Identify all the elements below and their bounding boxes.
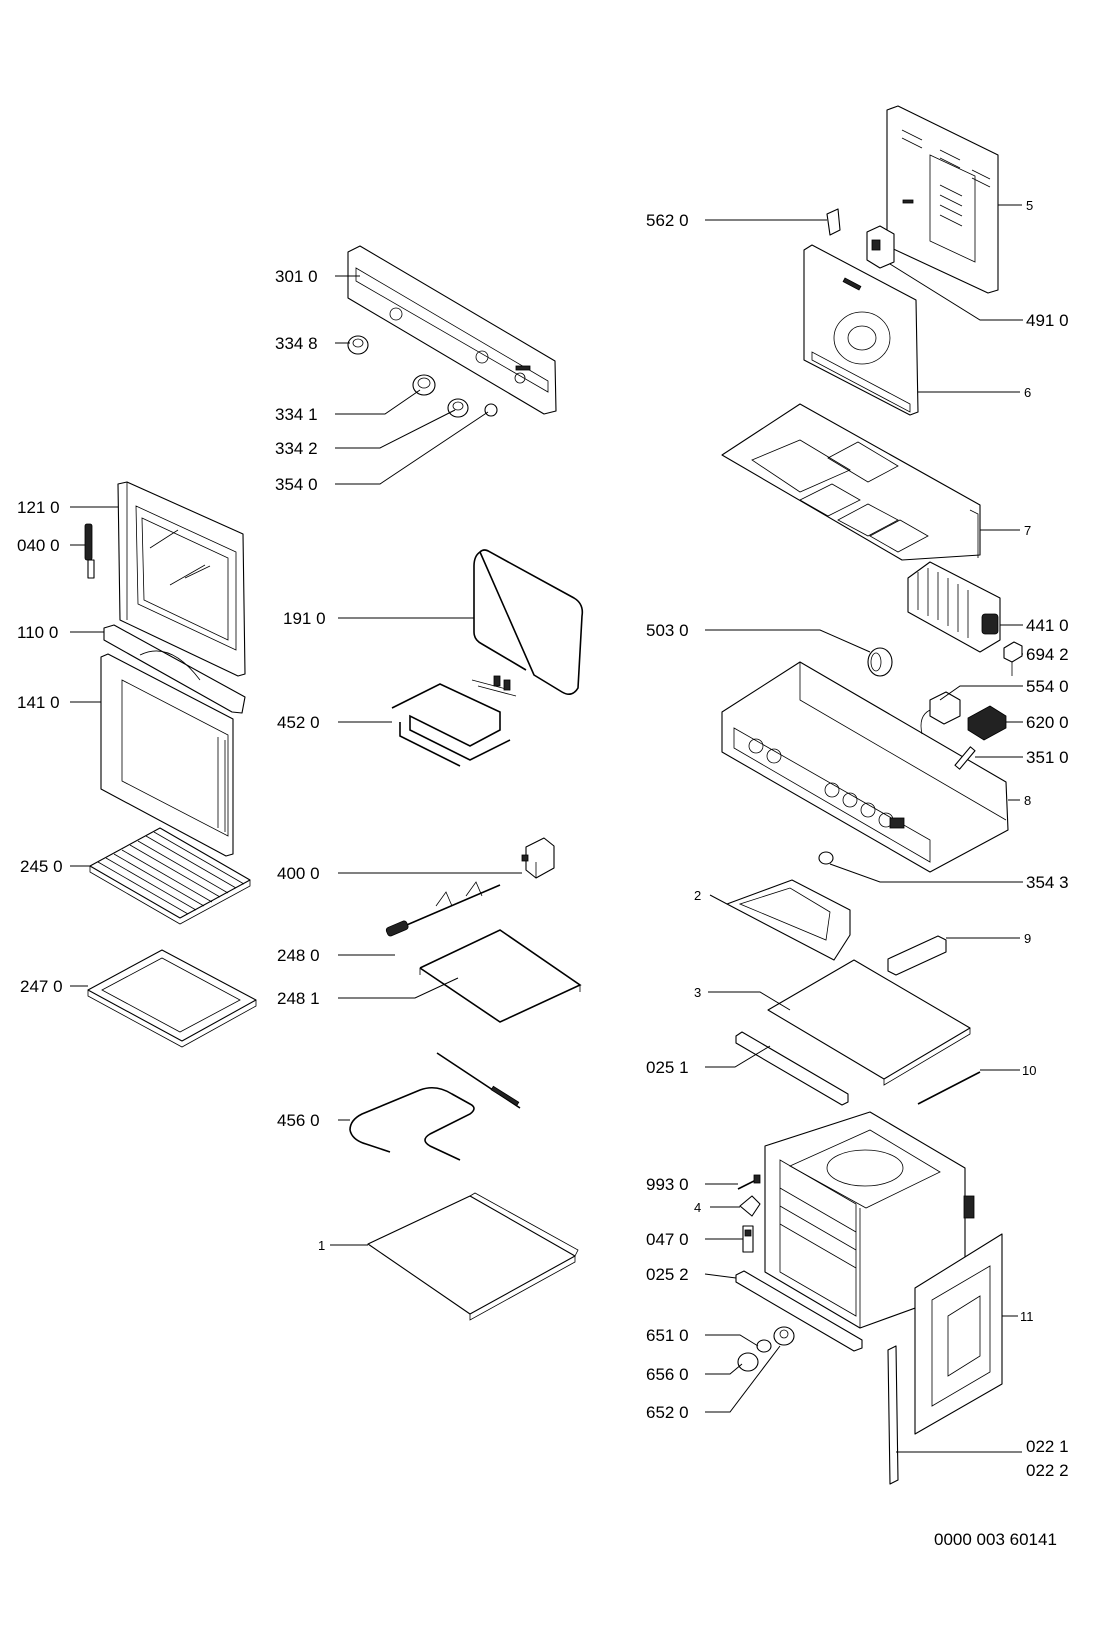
- part-grill-element: [391, 675, 517, 767]
- label-1100: 110 0: [17, 623, 58, 642]
- part-side-bracket: [726, 879, 851, 961]
- label-6520: 652 0: [646, 1403, 689, 1422]
- label-11: 11: [1020, 1309, 1034, 1324]
- part-side-door-panel: [914, 1233, 1003, 1435]
- label-2470: 247 0: [20, 977, 63, 996]
- part-rail-0251: [735, 1031, 849, 1106]
- part-oven-cavity: [764, 1111, 975, 1329]
- label-3341: 334 1: [275, 405, 318, 424]
- label-6560: 656 0: [646, 1365, 689, 1384]
- label-9: 9: [1024, 931, 1031, 946]
- part-tangential-fan: [907, 561, 1001, 653]
- part-door-inner-frame: [117, 481, 246, 677]
- label-2480: 248 0: [277, 946, 320, 965]
- part-switch-5540: [920, 691, 961, 735]
- label-9930: 993 0: [646, 1175, 689, 1194]
- part-bottom-plate: [367, 1192, 579, 1321]
- label-5: 5: [1026, 198, 1033, 213]
- part-wire-rack: [89, 827, 251, 925]
- label-7: 7: [1024, 523, 1031, 538]
- label-0251: 025 1: [646, 1058, 689, 1077]
- label-1410: 141 0: [17, 693, 60, 712]
- part-electronics-housing: [721, 661, 1009, 873]
- part-knob-3342: [447, 398, 469, 418]
- part-rear-fan-panel: [803, 244, 919, 416]
- label-10: 10: [1022, 1063, 1036, 1078]
- part-rear-cover: [886, 105, 999, 294]
- label-2450: 245 0: [20, 857, 63, 876]
- part-bracket-4: [739, 1195, 761, 1217]
- part-screw: [737, 1174, 761, 1190]
- label-3543: 354 3: [1026, 873, 1069, 892]
- part-connector-block: [967, 705, 1007, 741]
- part-sensor-6942: [1003, 641, 1023, 676]
- part-top-panel: [721, 403, 981, 561]
- part-control-panel: [347, 245, 557, 415]
- part-door-outer-glass: [100, 653, 234, 857]
- part-small-6510: [756, 1339, 772, 1353]
- label-5620: 562 0: [646, 211, 689, 230]
- leader-lines: [70, 204, 1023, 1453]
- label-3540: 354 0: [275, 475, 318, 494]
- part-knob-3341: [412, 374, 436, 396]
- part-rail-0252: [735, 1270, 863, 1352]
- part-small-6520: [773, 1326, 795, 1346]
- label-3010: 301 0: [275, 267, 318, 286]
- label-4000: 400 0: [277, 864, 320, 883]
- part-number-labels: 301 0 334 8 334 1 334 2 354 0 121 0 040 …: [17, 198, 1069, 1549]
- part-small-bracket: [887, 935, 947, 976]
- label-4910: 491 0: [1026, 311, 1069, 330]
- part-knob-3348: [347, 335, 369, 355]
- label-1210: 121 0: [17, 498, 60, 517]
- label-8: 8: [1024, 793, 1031, 808]
- label-4410: 441 0: [1026, 616, 1069, 635]
- label-0400: 040 0: [17, 536, 60, 555]
- label-6510: 651 0: [646, 1326, 689, 1345]
- label-3510: 351 0: [1026, 748, 1069, 767]
- label-3342: 334 2: [275, 439, 318, 458]
- part-knob-3543: [818, 851, 834, 865]
- label-4: 4: [694, 1200, 701, 1215]
- part-relay: [866, 225, 895, 269]
- part-rotisserie-spit: [385, 881, 501, 937]
- label-1: 1: [318, 1238, 325, 1253]
- label-2: 2: [694, 888, 701, 903]
- part-vertical-strip: [887, 1345, 899, 1485]
- label-6200: 620 0: [1026, 713, 1069, 732]
- part-door-seal: [473, 549, 584, 696]
- label-6942: 694 2: [1026, 645, 1069, 664]
- part-knob-3540: [484, 403, 498, 417]
- part-bottom-element: [349, 1052, 521, 1161]
- label-4520: 452 0: [277, 713, 320, 732]
- part-rotisserie-motor: [521, 837, 555, 879]
- label-2481: 248 1: [277, 989, 320, 1008]
- part-clip-5620: [826, 208, 841, 236]
- part-fan-motor: [867, 647, 893, 677]
- label-5540: 554 0: [1026, 677, 1069, 696]
- part-lamp: [954, 746, 976, 770]
- label-6: 6: [1024, 385, 1031, 400]
- label-0221: 022 1: [1026, 1437, 1069, 1456]
- part-door-hinge: [84, 523, 95, 579]
- document-code: 0000 003 60141: [934, 1530, 1057, 1549]
- label-0252: 025 2: [646, 1265, 689, 1284]
- part-rod: [917, 1071, 981, 1105]
- label-3: 3: [694, 985, 701, 1000]
- label-3348: 334 8: [275, 334, 318, 353]
- label-5030: 503 0: [646, 621, 689, 640]
- label-4560: 456 0: [277, 1111, 320, 1130]
- part-spit-frame: [419, 929, 582, 1023]
- part-door-handle: [103, 624, 246, 714]
- part-middle-plate: [767, 959, 971, 1086]
- part-baking-tray: [87, 949, 257, 1048]
- label-0222: 022 2: [1026, 1461, 1069, 1480]
- label-1910: 191 0: [283, 609, 326, 628]
- part-small-6560: [737, 1352, 759, 1372]
- part-latch: [742, 1225, 754, 1253]
- label-0470: 047 0: [646, 1230, 689, 1249]
